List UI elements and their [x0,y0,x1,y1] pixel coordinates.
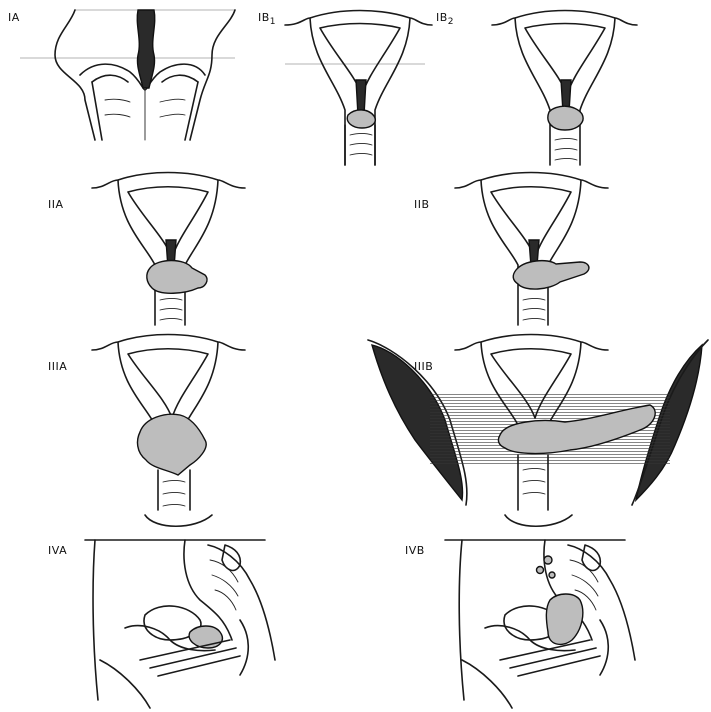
panel-ib2 [492,11,637,166]
panel-ib1 [285,11,432,166]
panel-iib [455,173,608,326]
panel-iiib [368,335,708,527]
panel-ivb [445,540,635,708]
panel-iiia [92,335,245,527]
panel-iva [85,540,275,708]
panel-ia [20,10,235,140]
panel-iia [92,173,245,326]
